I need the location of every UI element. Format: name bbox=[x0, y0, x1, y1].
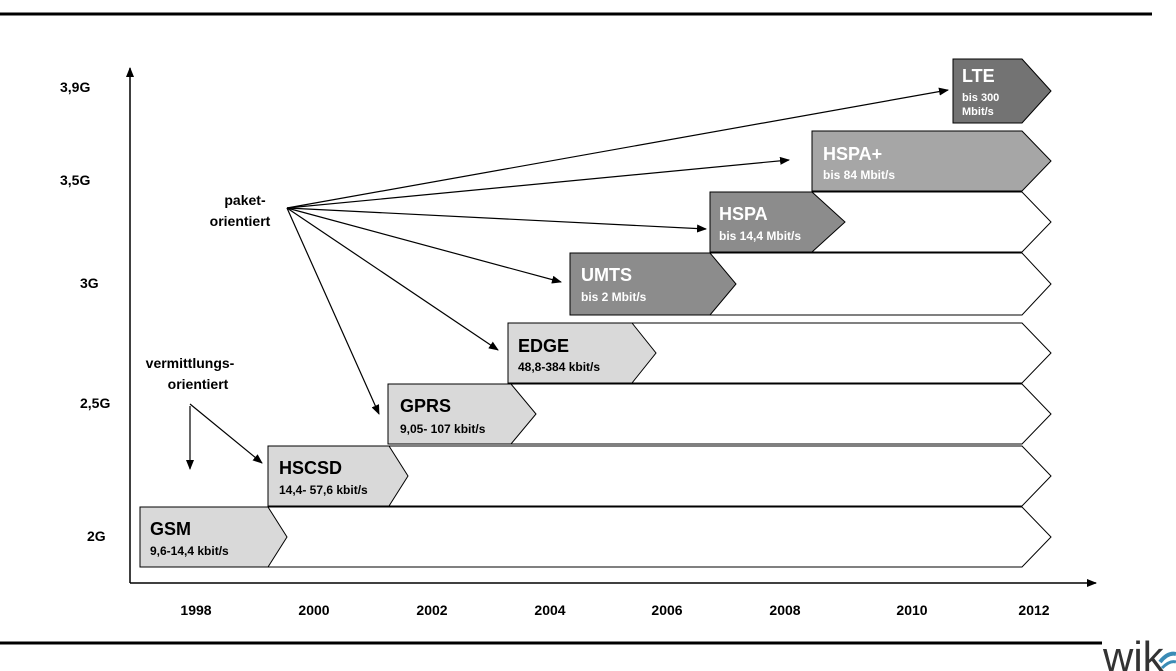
hspa-name: HSPA bbox=[719, 204, 768, 224]
hspa-plus-name: HSPA+ bbox=[823, 144, 882, 164]
packet-oriented-label-line1: paket- bbox=[224, 192, 266, 208]
x-label-2012: 2012 bbox=[1018, 602, 1049, 618]
edge-name: EDGE bbox=[518, 336, 569, 356]
circuit-oriented-label-line1: vermittlungs- bbox=[146, 355, 235, 371]
umts-rate: bis 2 Mbit/s bbox=[581, 290, 647, 304]
hspa-plus-rate: bis 84 Mbit/s bbox=[823, 168, 895, 182]
gprs-name: GPRS bbox=[400, 396, 451, 416]
lte-rate-line2: Mbit/s bbox=[962, 106, 994, 118]
gprs-rate: 9,05- 107 kbit/s bbox=[400, 422, 486, 436]
y-label-3-9g: 3,9G bbox=[60, 79, 90, 95]
lte-chevron bbox=[952, 58, 1052, 124]
packet-oriented-label-line2: orientiert bbox=[210, 213, 271, 229]
hspa-rate: bis 14,4 Mbit/s bbox=[719, 229, 801, 243]
y-label-2-5g: 2,5G bbox=[80, 395, 110, 411]
x-label-2002: 2002 bbox=[416, 602, 447, 618]
x-label-2006: 2006 bbox=[651, 602, 682, 618]
arrow-to-edge bbox=[286, 207, 499, 351]
x-label-2000: 2000 bbox=[298, 602, 329, 618]
hscsd-name: HSCSD bbox=[279, 458, 342, 478]
arrow-to-hscsd bbox=[189, 403, 263, 464]
arrow-to-umts bbox=[286, 207, 562, 284]
gsm-name: GSM bbox=[150, 519, 191, 539]
hspa-plus-chevron bbox=[811, 130, 1052, 192]
y-label-3-5g: 3,5G bbox=[60, 172, 90, 188]
arrow-to-gprs bbox=[286, 207, 380, 415]
arrow-to-lte bbox=[286, 87, 949, 209]
hscsd-rate: 14,4- 57,6 kbit/s bbox=[279, 483, 368, 497]
gprs-chevron bbox=[387, 383, 537, 445]
hspa-chevron bbox=[709, 191, 846, 253]
y-label-2g: 2G bbox=[87, 528, 106, 544]
gsm-rate: 9,6-14,4 kbit/s bbox=[150, 544, 229, 558]
umts-name: UMTS bbox=[581, 265, 632, 285]
circuit-oriented-label-line2: orientiert bbox=[168, 376, 229, 392]
arrow-to-hspa bbox=[286, 207, 707, 233]
wik-logo-text: wik bbox=[1102, 633, 1165, 671]
lte-rate-line1: bis 300 bbox=[962, 92, 999, 104]
hscsd-chevron bbox=[267, 445, 409, 507]
gsm-chevron bbox=[139, 506, 288, 568]
edge-chevron bbox=[507, 322, 657, 384]
edge-rate: 48,8-384 kbit/s bbox=[518, 360, 600, 374]
wik-logo-mark bbox=[1158, 651, 1176, 670]
x-label-2010: 2010 bbox=[896, 602, 927, 618]
y-label-3g: 3G bbox=[80, 275, 99, 291]
x-label-2008: 2008 bbox=[769, 602, 800, 618]
lte-name: LTE bbox=[962, 66, 995, 86]
x-label-2004: 2004 bbox=[534, 602, 565, 618]
arrow-to-hspa-plus bbox=[286, 156, 790, 209]
x-label-1998: 1998 bbox=[180, 602, 211, 618]
umts-chevron bbox=[569, 252, 737, 316]
